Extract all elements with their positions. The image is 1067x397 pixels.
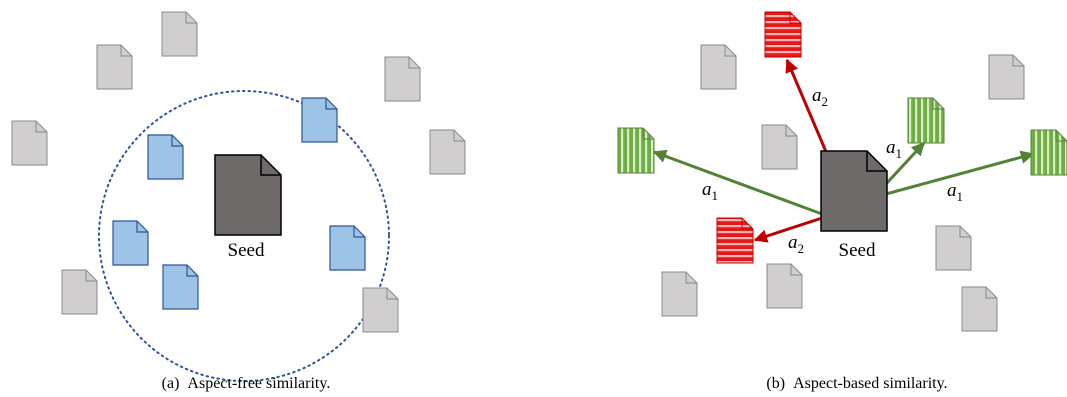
neutral-document-icon	[766, 263, 803, 309]
neutral-document-icon	[935, 225, 972, 271]
arrow-a2-top	[785, 58, 829, 155]
aspect-label-a2-top: a2	[812, 85, 828, 109]
seed-label: Seed	[228, 240, 265, 261]
similar-document-icon	[301, 97, 338, 143]
aspect1-document-icon	[1030, 129, 1067, 176]
aspect1-document-icon	[907, 97, 945, 144]
aspect-label-a1-right: a1	[947, 180, 963, 204]
similar-document-icon	[147, 134, 184, 180]
panel-a: Seed (a) Aspect-free similarity.	[11, 11, 466, 392]
aspect-label-a1-upper: a1	[886, 137, 902, 161]
seed-label: Seed	[839, 240, 876, 261]
similarity-radius-circle	[98, 90, 390, 382]
neutral-document-icon	[11, 120, 48, 166]
neutral-document-icon	[96, 44, 133, 90]
arrow-a1-right	[885, 150, 1035, 196]
panel-b: a2 a1 a1 a1 a2 Seed (b) Aspect-based sim…	[617, 11, 1067, 392]
neutral-document-icon	[161, 11, 198, 57]
caption-b: (b) Aspect-based similarity.	[766, 375, 947, 392]
neutral-document-icon	[761, 124, 798, 170]
aspect-label-a1-left: a1	[702, 179, 718, 203]
aspect2-document-icon	[716, 217, 754, 264]
caption-a: (a) Aspect-free similarity.	[162, 375, 331, 392]
document-group-b	[617, 11, 1067, 332]
similar-document-icon	[162, 264, 199, 310]
neutral-document-icon	[384, 56, 421, 102]
aspect-label-a2-lower: a2	[788, 232, 804, 256]
neutral-document-icon	[700, 44, 737, 90]
document-group-a	[11, 11, 466, 333]
aspect1-document-icon	[617, 127, 655, 174]
arrow-a2-lower-left	[753, 216, 823, 243]
neutral-document-icon	[61, 269, 98, 315]
arrow-a1-upper-right	[884, 141, 926, 186]
neutral-document-icon	[362, 287, 399, 333]
arrow-a1-far-left	[652, 149, 823, 216]
similar-document-icon	[112, 220, 149, 266]
neutral-document-icon	[988, 54, 1025, 100]
neutral-document-icon	[661, 271, 698, 317]
seed-document-icon	[820, 150, 888, 232]
aspect2-document-icon	[764, 11, 802, 58]
similar-document-icon	[329, 225, 366, 271]
neutral-document-icon	[429, 129, 466, 175]
seed-document-icon	[214, 154, 282, 236]
neutral-document-icon	[961, 286, 998, 332]
